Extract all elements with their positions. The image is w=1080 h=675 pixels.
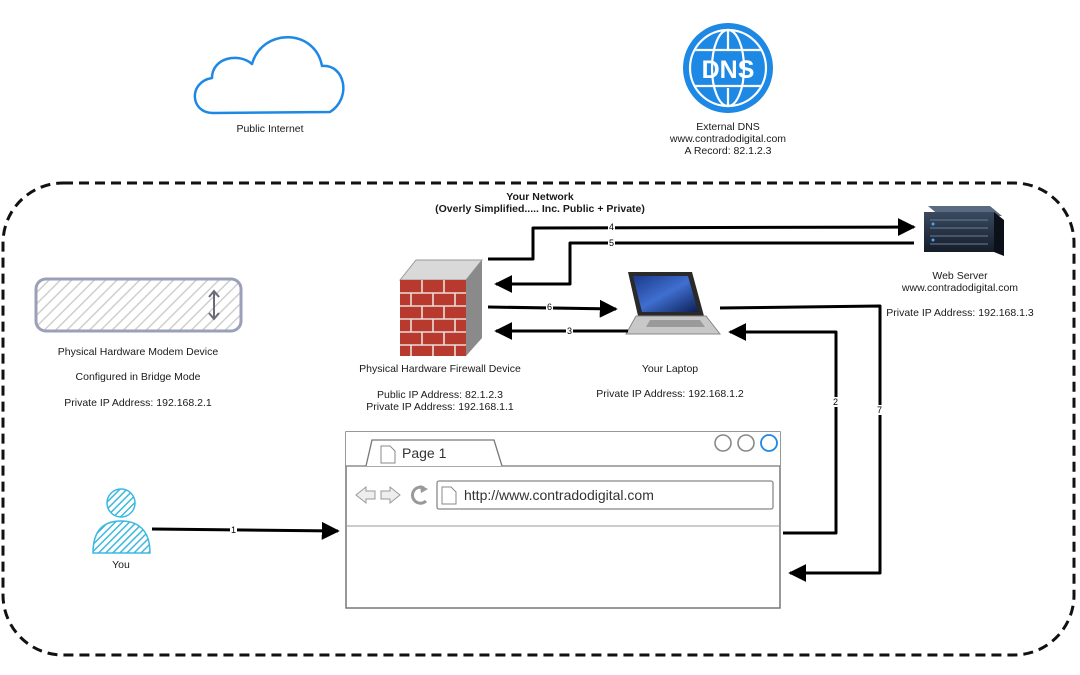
arrow-7-label: 7: [876, 405, 884, 415]
modem-label: Physical Hardware Modem Device: [57, 346, 219, 358]
arrow-5-label: 5: [608, 238, 616, 248]
address-url: http://www.contradodigital.com: [464, 487, 654, 503]
modem-device: [34, 277, 243, 333]
firewall-public-ip: Public IP Address: 82.1.2.3: [377, 389, 503, 401]
network-subtitle: (Overly Simplified..... Inc. Public + Pr…: [435, 203, 645, 215]
forward-icon: [380, 485, 401, 505]
user-label: You: [112, 559, 130, 571]
dns-domain: www.contradodigital.com: [669, 133, 787, 145]
dns-record: A Record: 82.1.2.3: [684, 145, 772, 157]
refresh-icon: [411, 485, 428, 505]
firewall-icon: [398, 259, 484, 356]
browser-tab-label: Page 1: [402, 445, 447, 461]
arrow-2-label: 2: [832, 397, 840, 407]
arrow-4-label: 4: [608, 222, 616, 232]
arrow-6-label: 6: [546, 302, 554, 312]
dns-title: External DNS: [696, 121, 760, 133]
webserver-label: Web Server: [932, 270, 988, 282]
webserver-ip: Private IP Address: 192.168.1.3: [886, 307, 1034, 319]
modem-ip: Private IP Address: 192.168.2.1: [64, 397, 212, 409]
dns-icon: DNS: [683, 23, 773, 113]
arrow-7: [719, 304, 882, 582]
resize-arrows-icon: [208, 289, 220, 321]
address-bar: [436, 480, 774, 510]
arrow-3-label: 3: [566, 326, 574, 336]
cloud-icon: [193, 36, 345, 115]
svg-text:DNS: DNS: [702, 56, 755, 84]
arrow-2: [728, 323, 838, 535]
laptop-icon: [625, 272, 722, 335]
network-title: Your Network: [506, 191, 574, 203]
laptop-label: Your Laptop: [641, 363, 699, 375]
page-icon: [380, 445, 396, 464]
arrow-5: [494, 241, 914, 293]
arrow-4: [488, 218, 916, 261]
window-control-icons: [714, 434, 778, 452]
server-icon: [924, 206, 1004, 256]
browser-tab: [365, 439, 503, 467]
back-icon: [355, 485, 376, 505]
webserver-domain: www.contradodigital.com: [901, 282, 1019, 294]
laptop-ip: Private IP Address: 192.168.1.2: [596, 388, 744, 400]
modem-mode: Configured in Bridge Mode: [75, 371, 201, 383]
user-icon: [92, 488, 151, 554]
firewall-private-ip: Private IP Address: 192.168.1.1: [366, 401, 514, 413]
browser-window: Page 1 http://www.contradodigital.com: [345, 431, 781, 609]
arrow-1-label: 1: [230, 525, 238, 535]
cloud-label: Public Internet: [236, 123, 304, 135]
network-boundary: [1, 181, 1076, 657]
firewall-label: Physical Hardware Firewall Device: [359, 363, 521, 375]
arrow-1: [151, 521, 340, 540]
